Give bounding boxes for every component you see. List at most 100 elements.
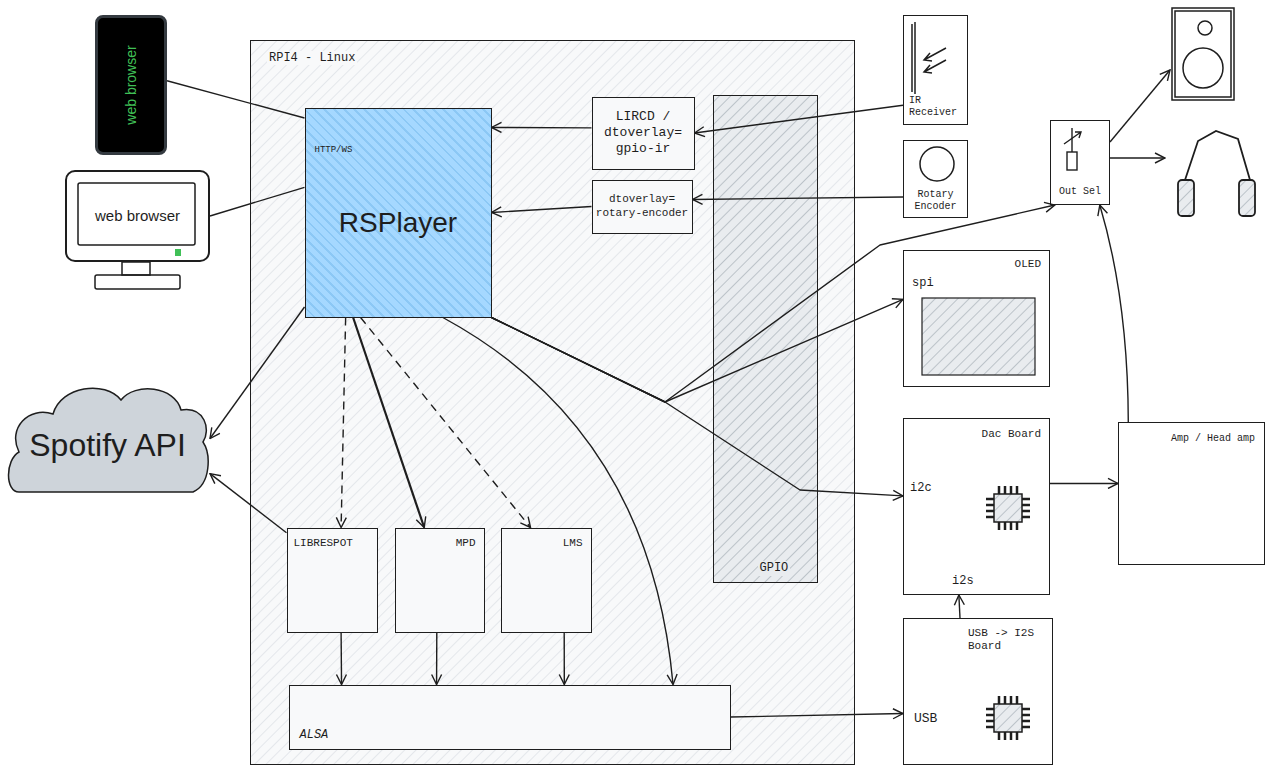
gpio-fill xyxy=(713,95,818,583)
phone-client: web browser xyxy=(95,15,167,155)
drawing-part xyxy=(994,704,1022,732)
drawing-part xyxy=(914,22,916,94)
drawing-part xyxy=(1064,132,1081,144)
drawing-part xyxy=(1071,128,1072,152)
node-label: web browser xyxy=(79,184,196,246)
connector-line xyxy=(492,318,904,496)
usb-chip xyxy=(986,696,1030,740)
cloud-service: Spotify API xyxy=(5,380,210,497)
backend-box: LMS xyxy=(501,528,592,633)
connector-line xyxy=(731,714,904,717)
power-led xyxy=(175,249,181,256)
dac-box: Dac Board i2c i2s xyxy=(903,418,1050,595)
connector-line xyxy=(167,81,305,118)
gpio-band: GPIO xyxy=(713,95,818,583)
dac-chip xyxy=(986,486,1030,530)
drawing-part xyxy=(1183,48,1223,88)
headphones-figure xyxy=(1178,131,1255,216)
monitor-neck xyxy=(122,262,150,275)
sensor-box: Rotary Encoder xyxy=(903,140,968,218)
node-label: Rotary Encoder xyxy=(906,189,965,213)
connector-line xyxy=(492,127,592,129)
drawing-part xyxy=(986,486,1030,530)
drawing-part xyxy=(1172,8,1234,100)
node-label: RPI4 - Linux xyxy=(267,51,357,65)
node-label: GPIO xyxy=(758,561,791,575)
switch-icon xyxy=(1064,128,1081,170)
node-label: ALSA xyxy=(300,728,329,742)
drawing-part xyxy=(911,24,913,92)
node-label: Amp / Head amp xyxy=(1171,433,1255,445)
desktop-client: web browser xyxy=(65,170,210,262)
monitor-screen xyxy=(78,183,195,245)
player-box: HTTP/WS RSPlayer xyxy=(305,108,492,318)
usb-box: USB -> I2S BoardUSB xyxy=(903,618,1053,765)
monitor-base xyxy=(95,275,180,289)
node-label: HTTP/WS xyxy=(315,145,353,156)
drawing-part xyxy=(1239,180,1255,216)
switch-box: Out Sel xyxy=(1050,120,1110,205)
speaker-figure xyxy=(1172,8,1234,100)
node-sublabel: spi xyxy=(912,276,934,290)
drawing-part xyxy=(1198,21,1212,35)
node-label: OLED xyxy=(1015,258,1041,271)
node-label: LIRCD / dtoverlay= gpio-ir xyxy=(593,98,694,169)
display-box: OLED spi xyxy=(903,250,1050,387)
sensor-box: IR Receiver xyxy=(903,15,968,125)
drawing-part xyxy=(1175,11,1231,97)
connector-line xyxy=(353,318,424,528)
node-sublabel: i2s xyxy=(952,574,974,588)
node-label: USB -> I2S Board xyxy=(968,627,1048,653)
oled-screen xyxy=(922,298,1035,375)
node-sublabel: i2c xyxy=(910,481,932,495)
node-label: LIBRESPOT xyxy=(294,537,353,550)
connector-line xyxy=(492,205,1055,402)
backend-box: LIBRESPOT xyxy=(287,528,378,633)
backend-box: MPD xyxy=(395,528,485,633)
connector-line xyxy=(1050,483,1118,484)
node-label: MPD xyxy=(456,537,476,550)
node-sublabel: RSPlayer xyxy=(306,207,491,239)
node-label: Out Sel xyxy=(1051,186,1109,198)
connector-line xyxy=(210,187,305,216)
node-label: Spotify API xyxy=(5,380,210,497)
node-label: dtoverlay= rotary-encoder xyxy=(593,181,692,233)
connector-line xyxy=(492,207,592,213)
ir-sensor-icon xyxy=(912,22,946,94)
connector-line xyxy=(693,197,904,200)
board-fill xyxy=(250,40,855,765)
output-arrow xyxy=(1110,70,1170,142)
alsa-band: ALSA xyxy=(289,685,731,750)
driver-box: LIRCD / dtoverlay= gpio-ir xyxy=(592,97,695,170)
connector-line xyxy=(340,633,342,685)
drawing-part xyxy=(1067,152,1077,170)
connector-line xyxy=(695,105,904,133)
amp-box: Amp / Head amp xyxy=(1118,422,1265,565)
node-label: IR Receiver xyxy=(909,95,965,119)
connector-line xyxy=(210,474,287,533)
connector-line xyxy=(361,318,531,528)
drawing-part xyxy=(924,60,946,73)
connector-line xyxy=(210,307,305,439)
node-sublabel: USB xyxy=(914,711,937,727)
node-label: LMS xyxy=(563,537,583,550)
monitor-figure xyxy=(78,183,195,289)
connector-line xyxy=(341,318,346,528)
connector-line xyxy=(564,633,566,685)
drawing-part xyxy=(924,48,946,61)
node-label: web browser xyxy=(123,45,139,124)
connector-line xyxy=(1100,205,1128,422)
node-label: Dac Board xyxy=(982,428,1041,441)
connector-line xyxy=(492,299,904,402)
drawing-part xyxy=(994,494,1022,522)
connector-line xyxy=(959,595,960,618)
connector-line xyxy=(436,633,438,685)
board-region: RPI4 - LinuxHTTP/WS RSPlayer LIRCD / dtove… xyxy=(250,40,855,765)
drawing-part xyxy=(1178,180,1194,216)
driver-box: dtoverlay= rotary-encoder xyxy=(592,180,693,234)
drawing-part xyxy=(1185,131,1250,180)
drawing-part xyxy=(986,696,1030,740)
output-arrow xyxy=(1110,157,1165,158)
encoder-knob xyxy=(920,147,954,181)
